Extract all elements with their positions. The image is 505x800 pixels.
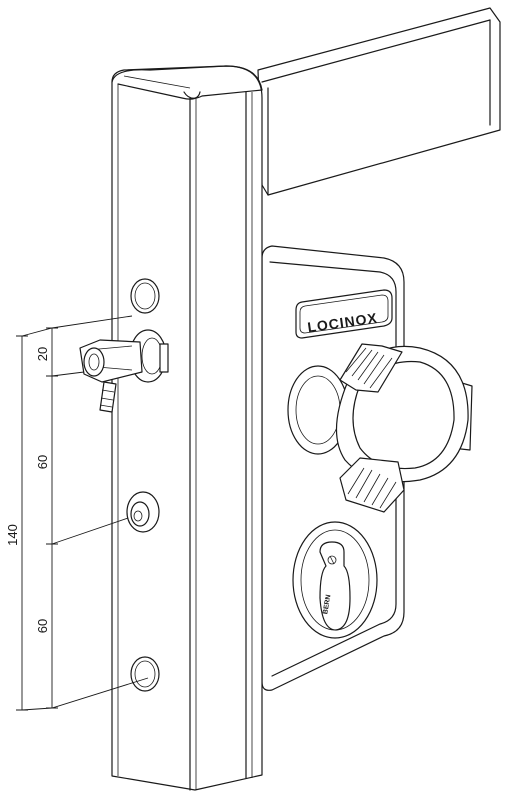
dim-total: 140: [5, 524, 20, 546]
dim-upper-spacing: 60: [35, 455, 50, 469]
latch-bolt: [79, 329, 169, 413]
gate-rail: [257, 7, 501, 196]
gate-post: [111, 65, 263, 791]
key-cylinder: BERN: [292, 521, 378, 639]
lower-hole: [130, 656, 160, 692]
cylinder-label: BERN: [322, 594, 332, 615]
knob-assembly: [287, 343, 473, 513]
dimensions: 140 20 60 60: [5, 315, 149, 711]
upper-hole: [130, 278, 160, 314]
dim-top-offset: 20: [35, 347, 50, 361]
dim-lower-spacing: 60: [35, 619, 50, 633]
post-holes: [126, 278, 160, 692]
